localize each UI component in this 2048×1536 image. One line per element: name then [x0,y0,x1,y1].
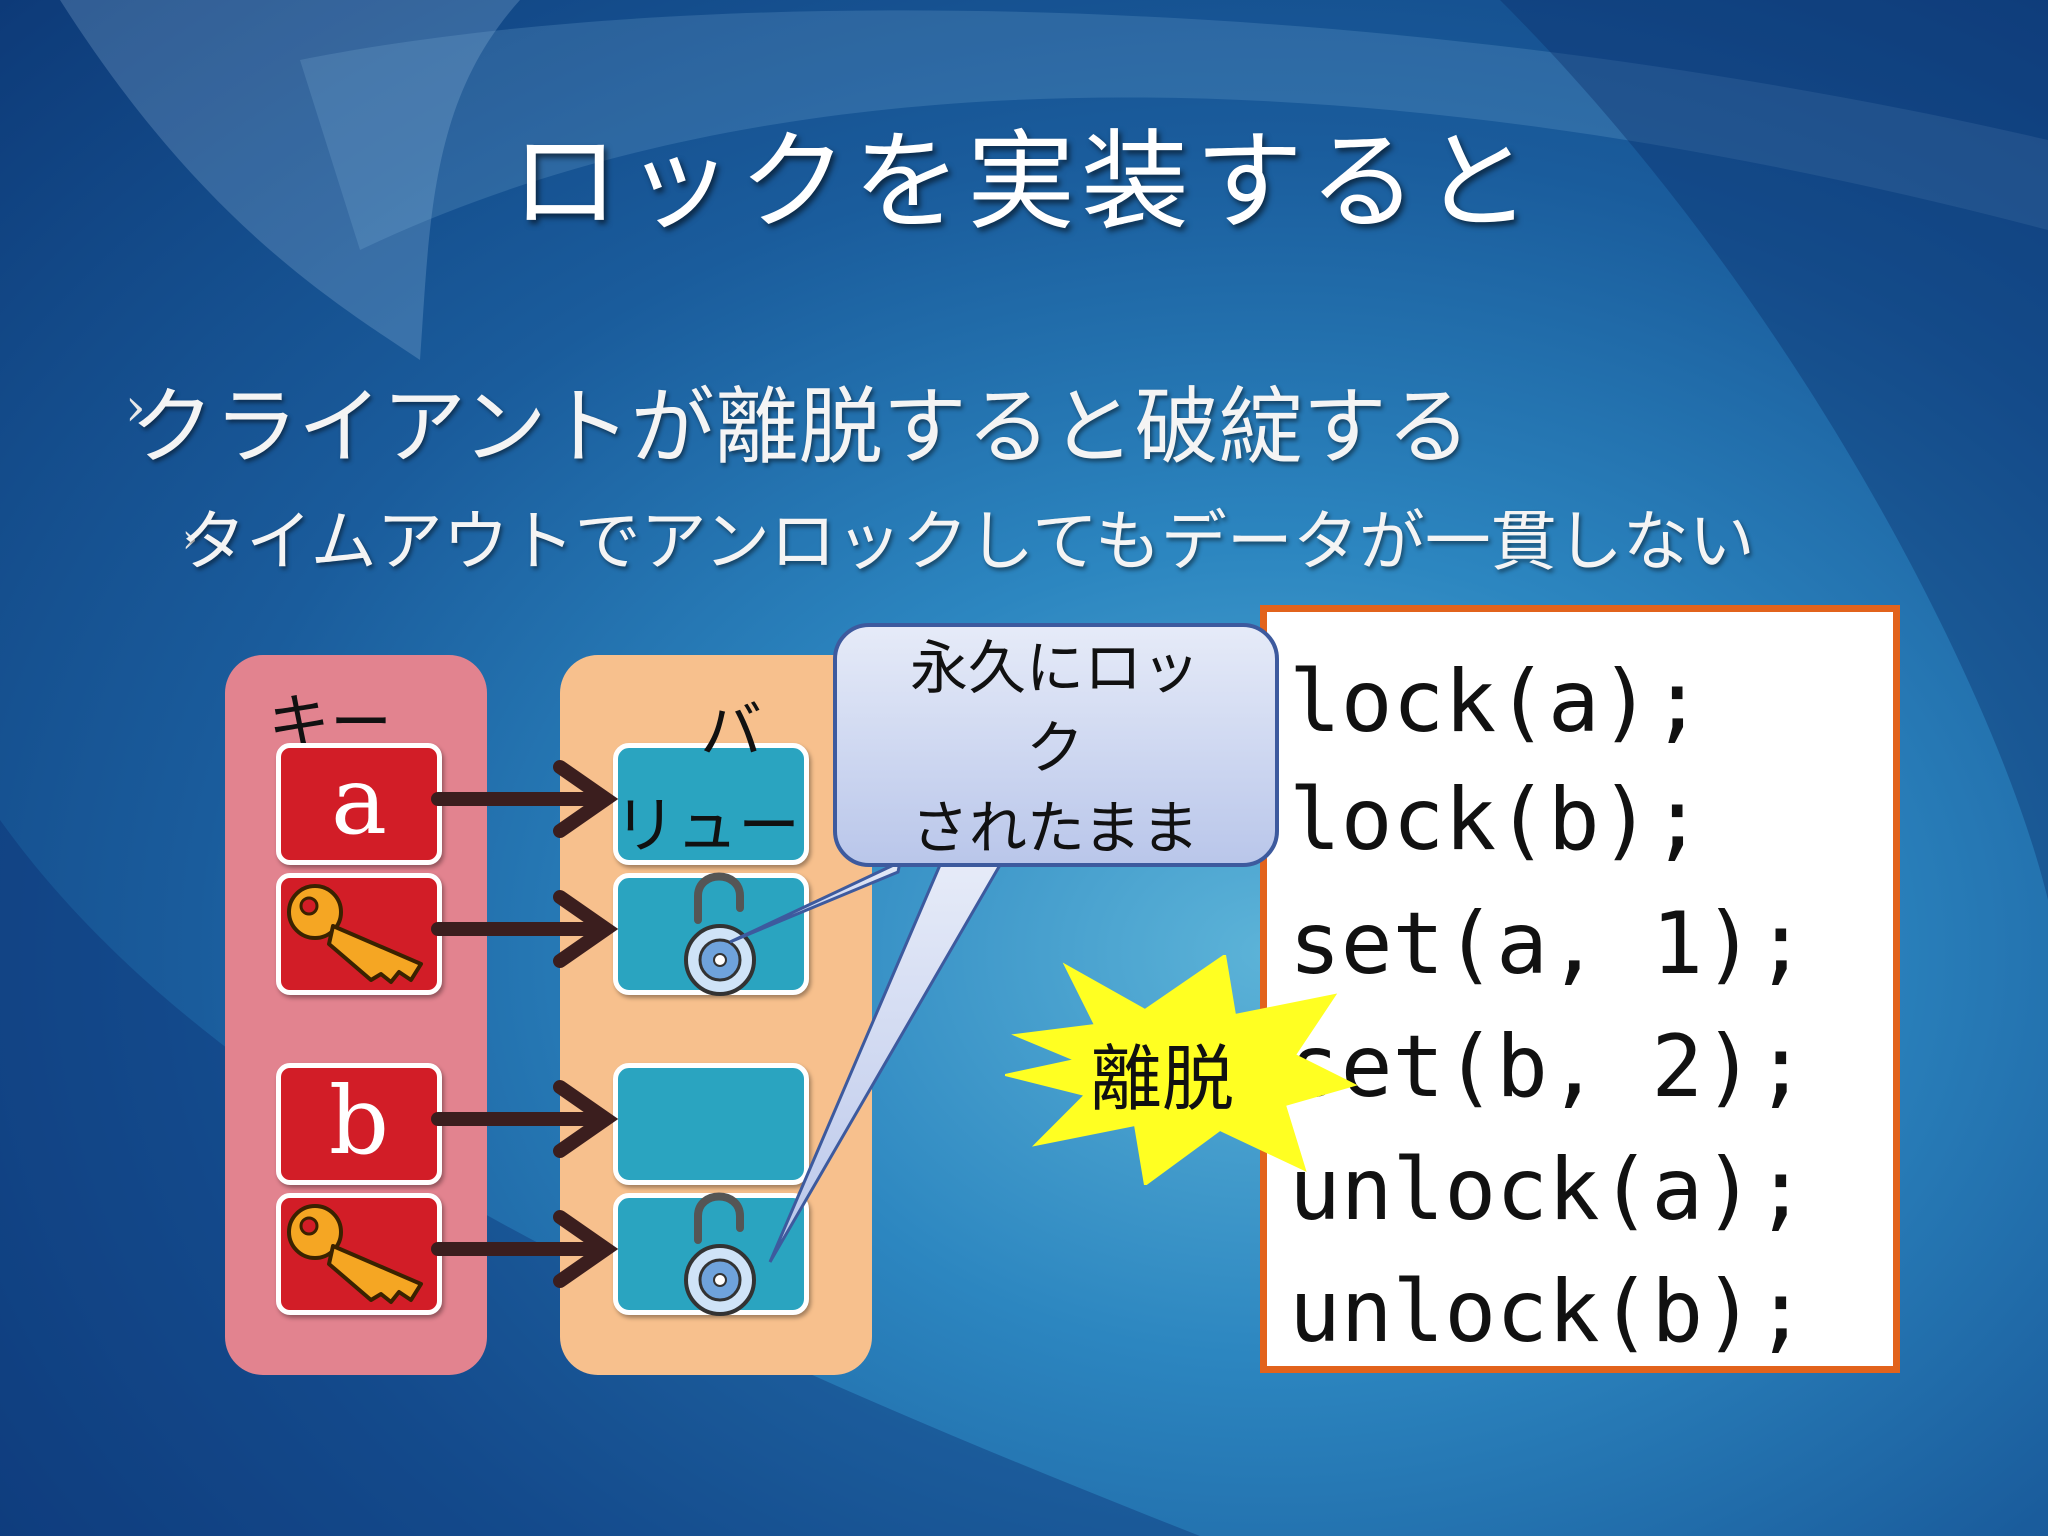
value-box-b [613,1063,809,1185]
key-icon [287,884,423,984]
arrow-b [431,1080,619,1158]
code-line: set(b, 2); [1289,1017,1807,1117]
arrow-a [431,760,619,838]
value-panel-label-part2: リュー [614,789,801,862]
lock-key-box-b [276,1193,442,1315]
slide-title: ロックを実装すると [510,120,1537,245]
value-box-a [613,743,809,865]
code-line: unlock(a); [1289,1140,1807,1240]
code-line: unlock(b); [1289,1262,1807,1362]
padlock-icon [684,1192,756,1316]
code-line: lock(b); [1289,770,1704,870]
bullet-marker: › [125,378,146,438]
lock-key-box-a [276,873,442,995]
value-panel-label-part1: バ [700,694,763,767]
padlock-icon [684,872,756,996]
key-box-b: b [276,1063,442,1185]
key-icon [287,1204,423,1304]
code-panel: lock(a); lock(b); set(a, 1); set(b, 2); … [1260,605,1900,1373]
arrow-lock-b [431,1210,619,1288]
callout-text: 永久にロッ ク されたまま [835,628,1275,868]
code-line: set(a, 1); [1289,894,1807,994]
callout-line: されたまま [910,794,1200,862]
burst-shape [1005,955,1358,1185]
callout-line: ク [1025,714,1084,782]
callout-line: 永久にロッ [909,634,1200,702]
code-line: lock(a); [1289,652,1704,752]
bullet-point-1: クライアントが離脱すると破綻する [130,378,1471,476]
key-box-a: a [276,743,442,865]
burst-label: 離脱 [1090,1037,1235,1121]
bullet-point-2: タイムアウトでアンロックしてもデータが一貫しない [180,503,1755,580]
arrow-lock-a [431,890,619,968]
bullet-marker: › [182,516,198,562]
